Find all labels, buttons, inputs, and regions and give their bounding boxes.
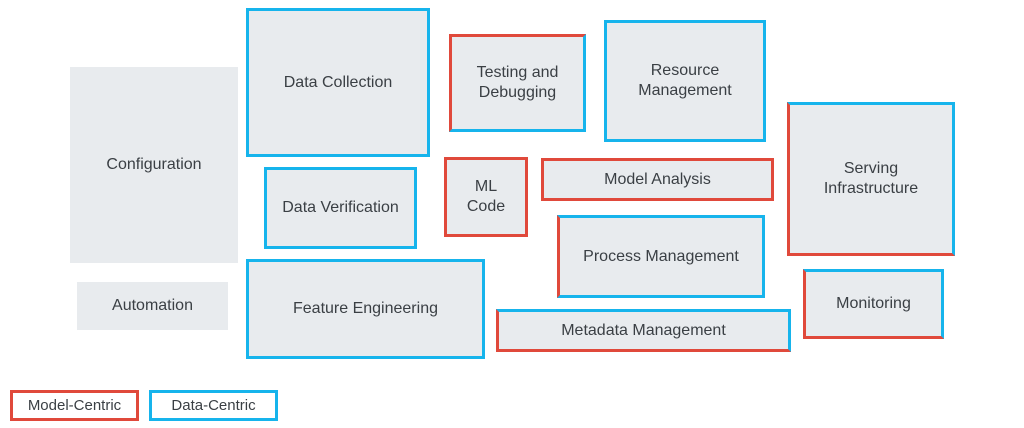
metadata-management-label: Metadata Management [561, 321, 726, 339]
legend-data-centric: Data-Centric [149, 390, 278, 421]
automation-label: Automation [112, 297, 193, 314]
testing-debugging-box: Testing and Debugging [449, 34, 586, 132]
configuration-label: Configuration [106, 156, 202, 173]
serving-infrastructure-box: Serving Infrastructure [787, 102, 955, 256]
feature-engineering-label: Feature Engineering [293, 300, 438, 317]
legend-data-centric-label: Data-Centric [171, 397, 256, 414]
serving-infrastructure-label: Serving Infrastructure [823, 160, 919, 197]
legend-model-centric: Model-Centric [10, 390, 139, 421]
process-management-box: Process Management [557, 215, 765, 298]
ml-code-box: ML Code [444, 157, 528, 237]
data-collection-label: Data Collection [283, 73, 393, 91]
legend-model-centric-label: Model-Centric [27, 397, 122, 414]
model-analysis-box: Model Analysis [541, 158, 774, 201]
process-management-label: Process Management [583, 247, 739, 265]
data-collection-box: Data Collection [246, 8, 430, 157]
configuration-box: Configuration [70, 67, 238, 263]
data-verification-label: Data Verification [282, 199, 399, 216]
resource-management-label: Resource Management [638, 62, 732, 99]
automation-box: Automation [77, 282, 228, 330]
testing-debugging-label: Testing and Debugging [476, 64, 559, 101]
resource-management-box: Resource Management [604, 20, 766, 142]
monitoring-label: Monitoring [836, 295, 911, 312]
monitoring-box: Monitoring [803, 269, 944, 339]
metadata-management-box: Metadata Management [496, 309, 791, 352]
feature-engineering-box: Feature Engineering [246, 259, 485, 359]
data-verification-box: Data Verification [264, 167, 417, 249]
model-analysis-label: Model Analysis [604, 170, 711, 188]
ml-code-label: ML Code [466, 178, 506, 215]
